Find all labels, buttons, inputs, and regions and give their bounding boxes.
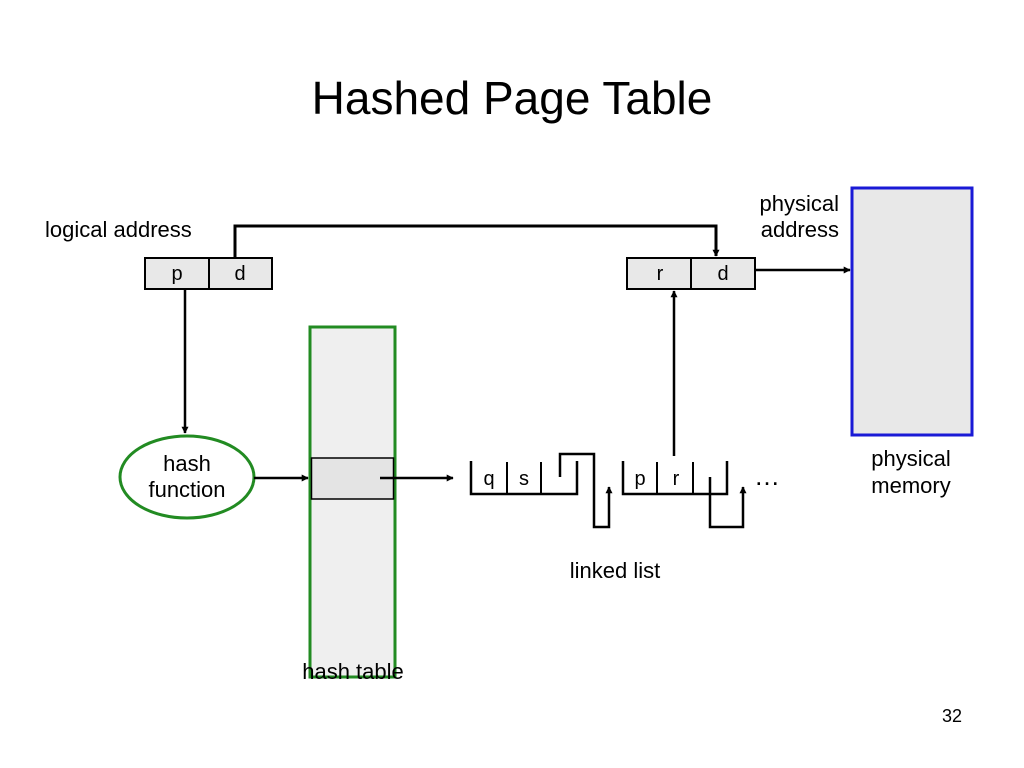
logical-address-field-d: d xyxy=(234,263,245,285)
hash-table-label: hash table xyxy=(302,659,404,684)
physical-memory-label-line1: physical xyxy=(871,446,950,471)
hash-function-line2: function xyxy=(148,477,225,502)
node1-field-q: q xyxy=(483,468,494,490)
hash-table xyxy=(308,325,397,679)
physical-memory-label-line2: memory xyxy=(871,473,950,498)
linked-list-label: linked list xyxy=(570,558,660,583)
list-continuation-ellipsis: … xyxy=(754,461,780,491)
page-number: 32 xyxy=(941,706,962,726)
logical-address-label: logical address xyxy=(45,217,192,242)
hash-function: hash function xyxy=(118,434,256,520)
linked-list-node: q s xyxy=(469,461,579,496)
physical-address-field-d: d xyxy=(717,263,728,285)
physical-memory-block xyxy=(850,186,974,437)
linked-list-node: p r xyxy=(621,461,729,496)
node2-next-pointer xyxy=(708,477,747,529)
logical-address-field-p: p xyxy=(171,263,182,285)
slide-title: Hashed Page Table xyxy=(311,72,713,124)
node1-next-pointer xyxy=(558,452,613,529)
node2-field-p: p xyxy=(634,468,645,490)
logical-address-box: p d xyxy=(144,257,273,290)
physical-address-field-r: r xyxy=(657,263,664,285)
physical-address-label-line2: address xyxy=(761,217,839,242)
hash-function-line1: hash xyxy=(163,451,211,476)
physical-address-label-line1: physical xyxy=(760,191,839,216)
node1-field-s: s xyxy=(519,468,529,490)
physical-address-box: r d xyxy=(626,257,756,290)
offset-connector-arrow xyxy=(233,224,720,258)
node2-field-r: r xyxy=(673,468,680,490)
